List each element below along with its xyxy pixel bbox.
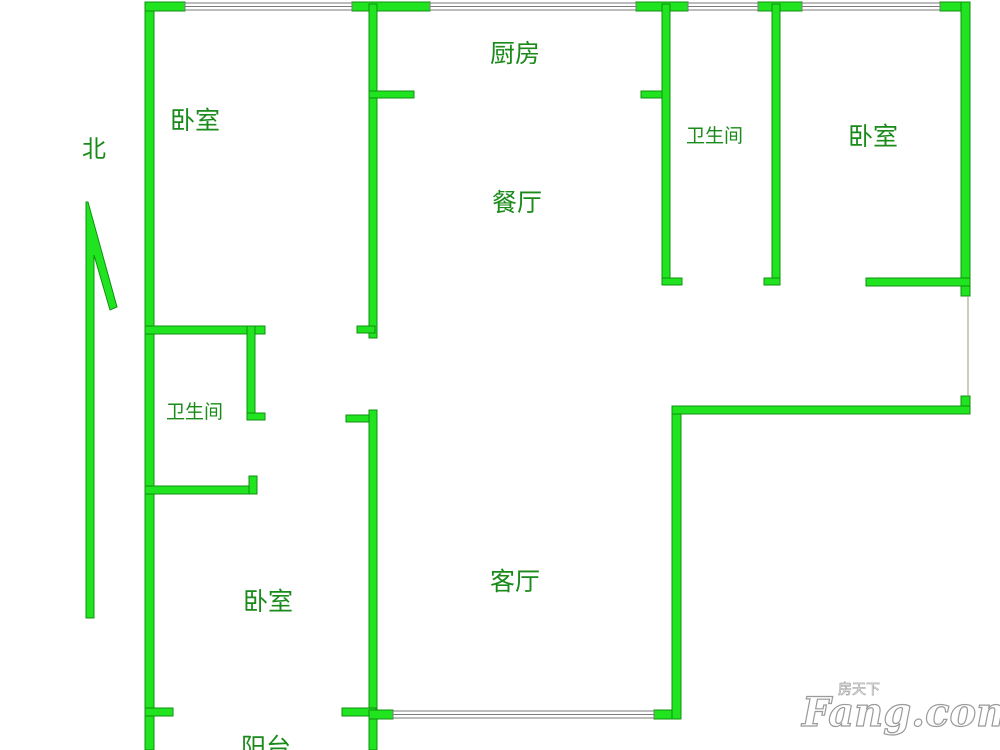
walls bbox=[144, 1, 971, 750]
wall-bath-w-bottom bbox=[144, 485, 258, 495]
wall-top-2 bbox=[351, 1, 431, 12]
wall-bath-w-bottom-stub bbox=[248, 475, 258, 495]
label-bedroom-ne: 卧室 bbox=[848, 122, 898, 151]
wall-living-east bbox=[671, 405, 682, 720]
label-bedroom-sw: 卧室 bbox=[243, 587, 293, 616]
label-bedroom-nw: 卧室 bbox=[170, 106, 220, 135]
north-arrow bbox=[85, 201, 118, 619]
label-bathroom-n: 卫生间 bbox=[686, 125, 743, 147]
watermark-chinese: 房天下 bbox=[838, 682, 880, 698]
wall-east bbox=[960, 1, 971, 297]
label-bathroom-w: 卫生间 bbox=[166, 401, 223, 423]
label-kitchen: 厨房 bbox=[490, 39, 540, 68]
label-living: 客厅 bbox=[490, 567, 540, 596]
wall-sw-bedroom-east bbox=[368, 409, 378, 750]
wall-bath-w-top bbox=[144, 325, 266, 335]
wall-bath-n-west-foot bbox=[661, 277, 683, 286]
windows bbox=[184, 2, 969, 719]
wall-balcony-stub-left bbox=[144, 707, 174, 717]
room-labels: 卧室 厨房 餐厅 卫生间 卧室 卫生间 卧室 客厅 阳台 bbox=[166, 39, 898, 750]
wall-bath-n-east bbox=[771, 3, 781, 286]
wall-ne-bedroom-south bbox=[865, 277, 971, 287]
wall-west bbox=[144, 3, 155, 750]
wall-living-south-left bbox=[368, 709, 394, 720]
label-dining: 餐厅 bbox=[492, 188, 542, 217]
wall-kitchen-stub-left bbox=[368, 90, 415, 99]
label-balcony: 阳台 bbox=[241, 733, 291, 750]
watermark-brand: Fang.com bbox=[801, 689, 1000, 736]
watermark-logo: Fang.com 房天下 bbox=[800, 682, 1000, 737]
north-label: 北 bbox=[82, 135, 106, 163]
wall-top-1 bbox=[144, 1, 186, 12]
wall-bath-n-east-foot bbox=[763, 277, 781, 286]
wall-bath-w-east bbox=[246, 325, 256, 420]
wall-living-north-step bbox=[671, 405, 971, 415]
wall-nw-bedroom-east bbox=[368, 3, 378, 339]
wall-nw-bedroom-door-stub bbox=[356, 325, 376, 334]
wall-bath-w-east-stub bbox=[246, 412, 266, 421]
north-arrow-icon bbox=[85, 201, 118, 619]
wall-bath-n-west bbox=[661, 3, 671, 286]
